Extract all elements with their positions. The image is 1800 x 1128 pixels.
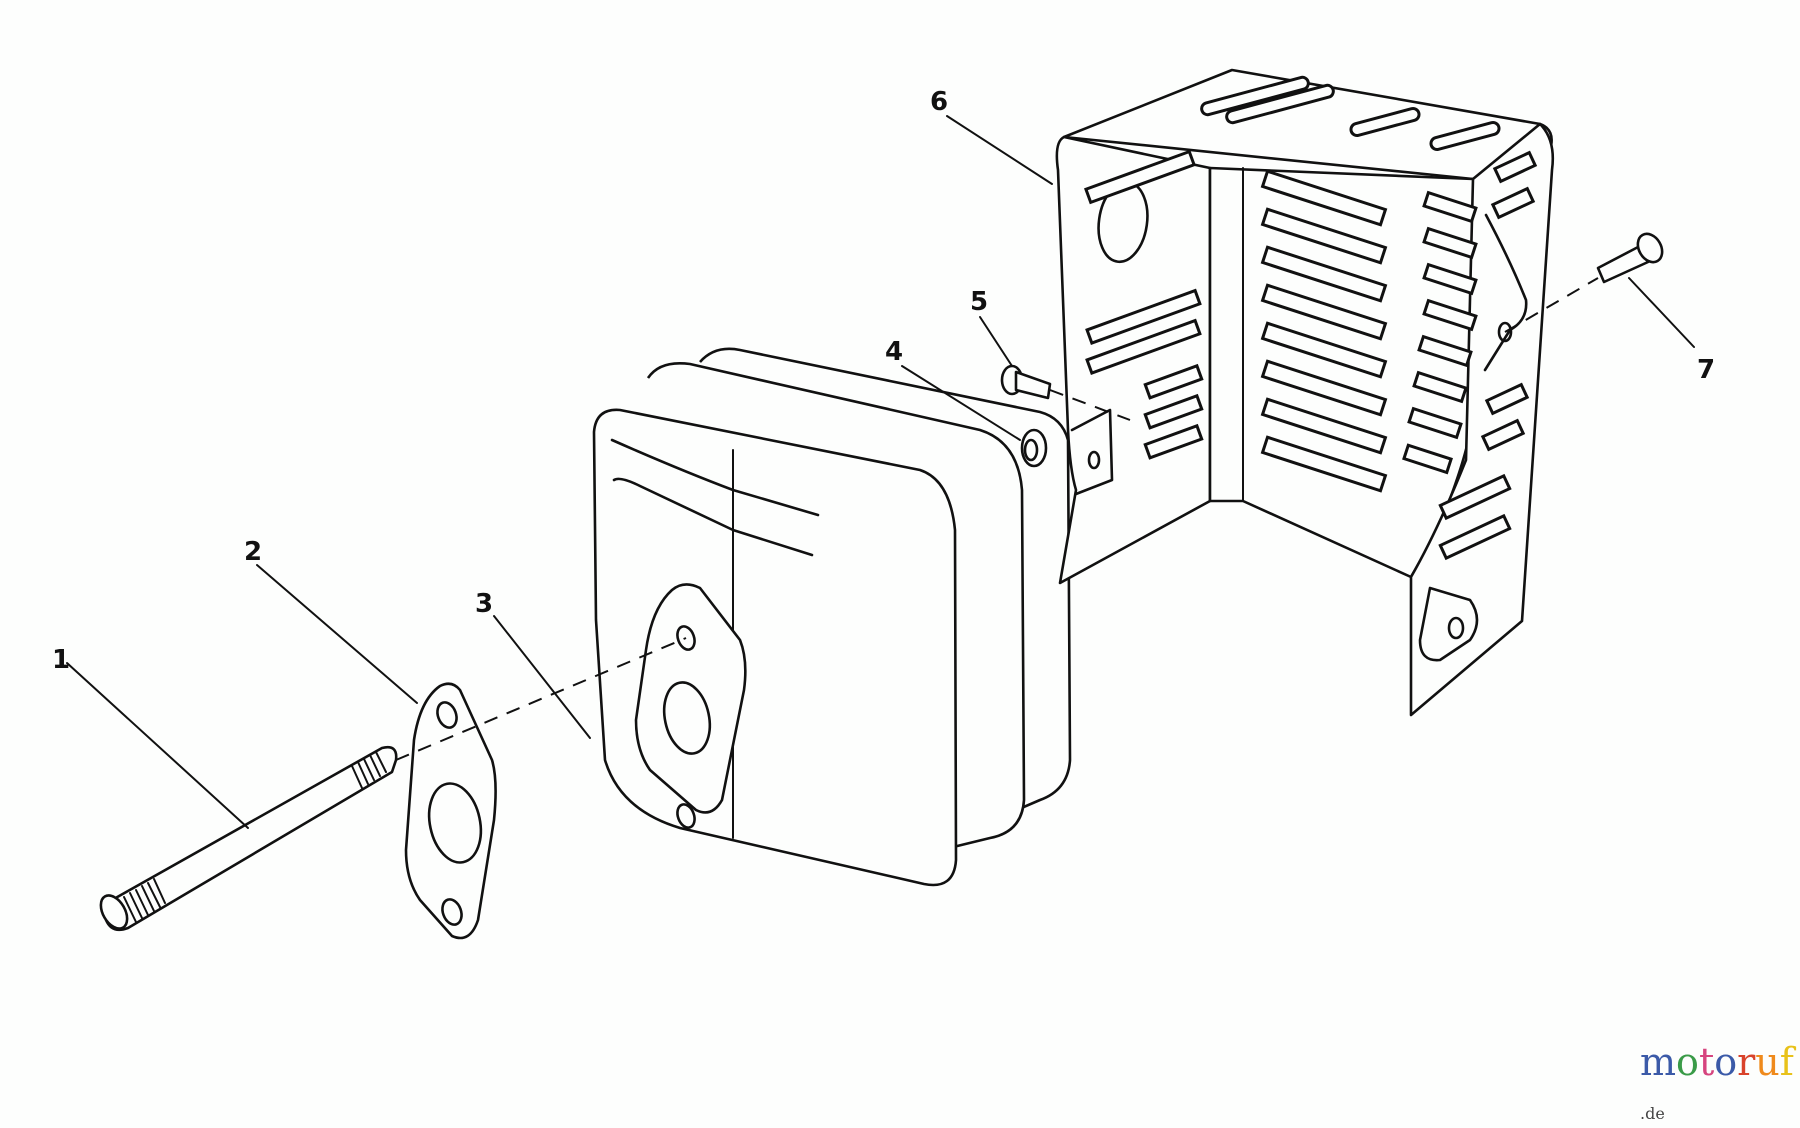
part-label-6: 6 [930,87,948,117]
alignment-line-screw-7 [1504,277,1599,333]
part-label-3: 3 [475,589,493,619]
alignment-line-stud [395,637,687,761]
part-label-7: 7 [1697,355,1715,385]
exploded-parts-diagram: 1 2 3 4 5 6 7 [52,68,1715,940]
screw-part-7 [1596,232,1664,284]
wm-letter: m [1640,1040,1677,1084]
wm-letter: r [1737,1040,1756,1084]
part-label-5: 5 [970,287,988,317]
part-label-4: 4 [885,337,903,367]
stud-part-1 [99,745,398,932]
screw-part-5 [1000,364,1052,400]
lock-washer-part-4 [1020,428,1048,468]
muffler-guard-part-6 [1055,68,1555,717]
muffler-part-3 [592,347,1072,887]
wm-letter: o [1676,1040,1699,1084]
wm-letter: f [1779,1040,1794,1084]
part-label-1: 1 [52,645,70,675]
wm-suffix: .de [1640,1104,1665,1123]
part-label-2: 2 [244,537,262,567]
wm-letter: o [1714,1040,1738,1084]
motoruf-watermark: motoruf .de [1640,1040,1800,1128]
gasket-part-2 [404,682,497,940]
wm-letter: u [1755,1040,1780,1084]
leader-lines [66,115,1695,829]
guard-center-slots [1260,169,1388,493]
wm-letter: t [1698,1040,1715,1084]
